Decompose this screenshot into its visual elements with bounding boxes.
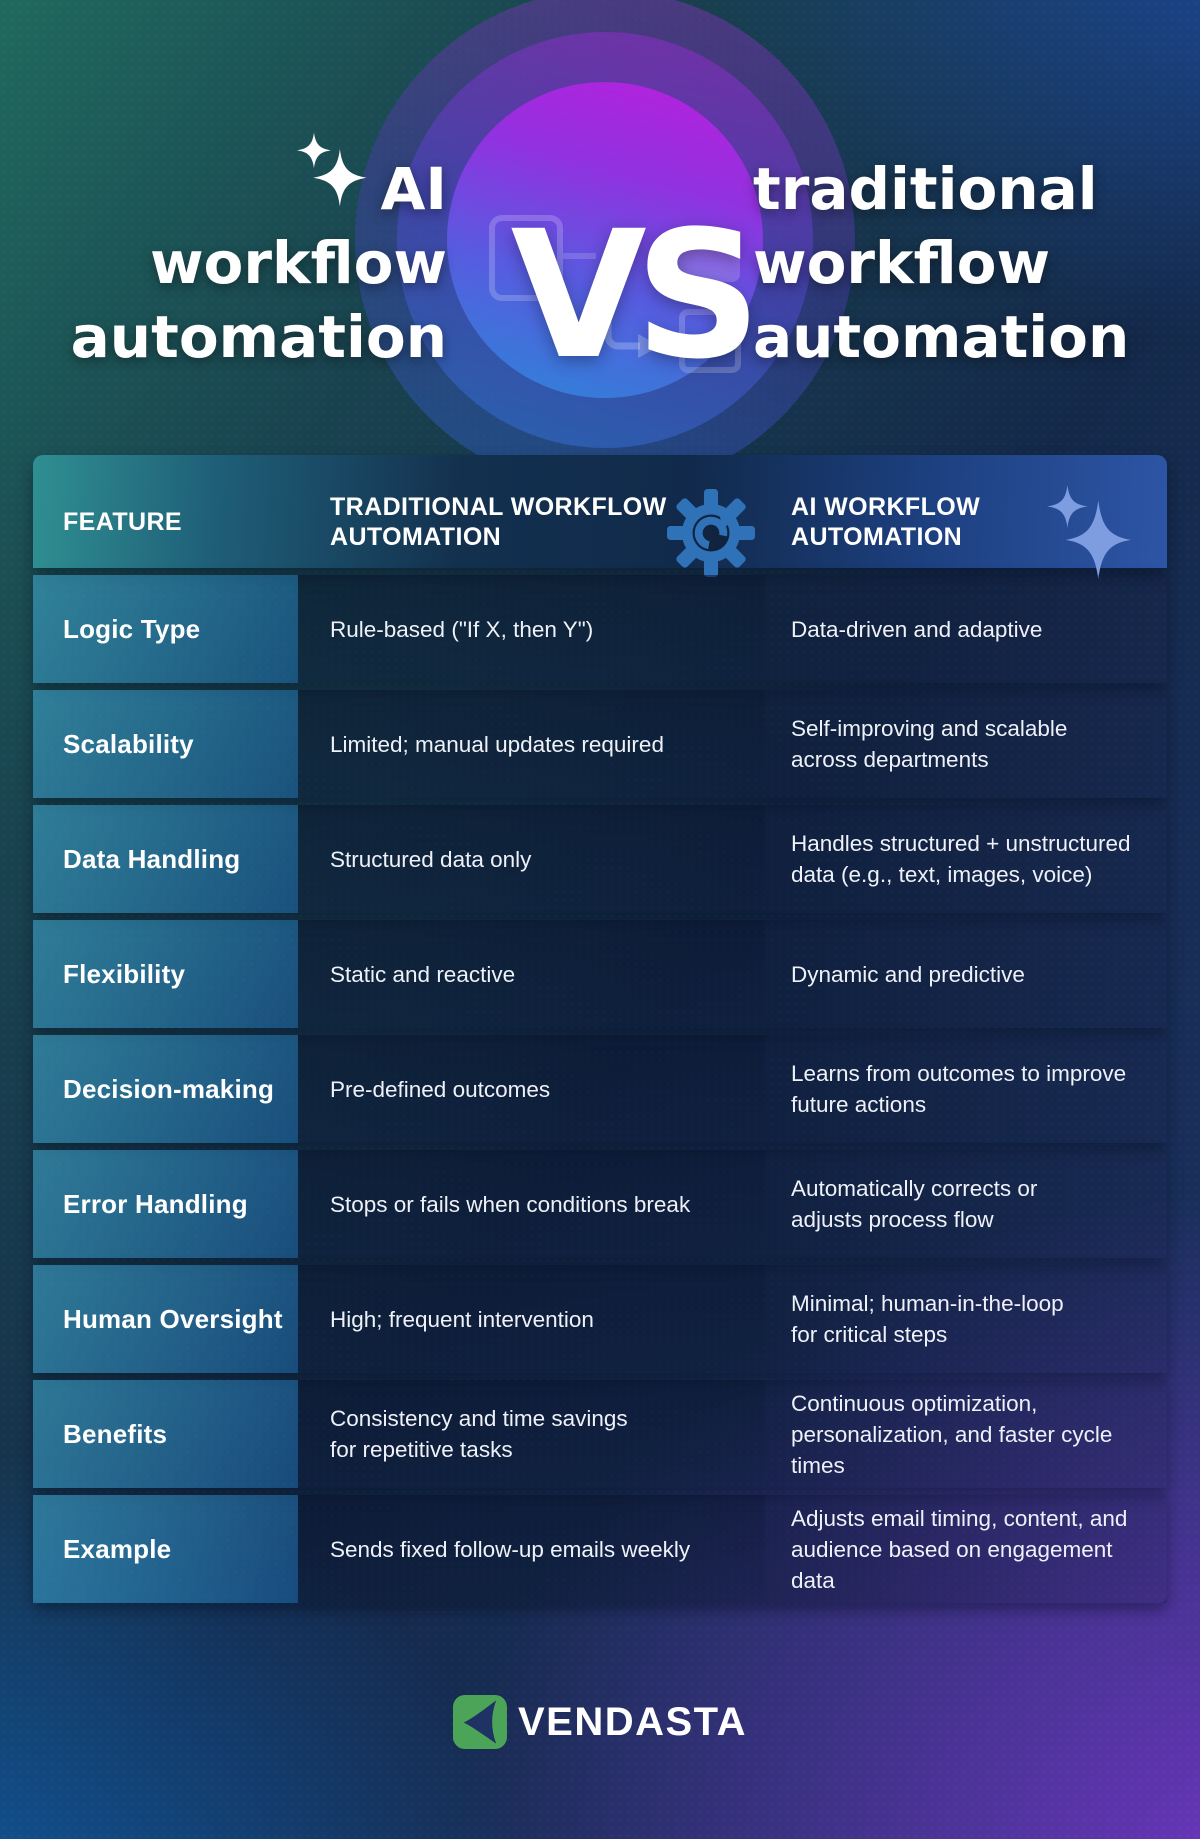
left-title: AI workflow automation [70, 155, 447, 371]
ai-cell: Adjusts email timing, content, and audie… [765, 1495, 1167, 1603]
column-header-ai: AI WORKFLOW AUTOMATION [765, 455, 1167, 588]
ai-cell: Handles structured + unstructured data (… [765, 805, 1167, 913]
ai-cell: Dynamic and predictive [765, 920, 1167, 1028]
table-row: Error Handling Stops or fails when condi… [33, 1150, 1167, 1258]
table-row: Data Handling Structured data only Handl… [33, 805, 1167, 913]
table-row: Decision-making Pre-defined outcomes Lea… [33, 1035, 1167, 1143]
comparison-table: FEATURE TRADITIONAL WORKFLOW AUTOMATION [33, 455, 1167, 1610]
traditional-cell: Sends fixed follow-up emails weekly [298, 1495, 765, 1603]
table-row: Flexibility Static and reactive Dynamic … [33, 920, 1167, 1028]
vs-circle [447, 82, 763, 398]
ai-cell: Minimal; human-in-the-loop for critical … [765, 1265, 1167, 1373]
feature-cell: Human Oversight [33, 1265, 298, 1373]
table-row: Logic Type Rule-based ("If X, then Y") D… [33, 575, 1167, 683]
right-title: traditional workflow automation [753, 155, 1130, 371]
ai-cell: Continuous optimization, personalization… [765, 1380, 1167, 1488]
table-row: Benefits Consistency and time savings fo… [33, 1380, 1167, 1488]
vendasta-wordmark: VENDASTA [517, 1699, 748, 1744]
traditional-cell: Consistency and time savings for repetit… [298, 1380, 765, 1488]
ai-cell: Data-driven and adaptive [765, 575, 1167, 683]
feature-cell: Error Handling [33, 1150, 298, 1258]
vendasta-logo-icon [452, 1695, 507, 1749]
traditional-cell: Static and reactive [298, 920, 765, 1028]
traditional-cell: Limited; manual updates required [298, 690, 765, 798]
table-row: Human Oversight High; frequent intervent… [33, 1265, 1167, 1373]
ai-cell: Self-improving and scalable across depar… [765, 690, 1167, 798]
column-header-traditional: TRADITIONAL WORKFLOW AUTOMATION [298, 455, 765, 588]
feature-cell: Flexibility [33, 920, 298, 1028]
feature-cell: Scalability [33, 690, 298, 798]
table-row: Scalability Limited; manual updates requ… [33, 690, 1167, 798]
traditional-cell: Structured data only [298, 805, 765, 913]
ai-cell: Automatically corrects or adjusts proces… [765, 1150, 1167, 1258]
feature-cell: Logic Type [33, 575, 298, 683]
ai-sparkle-icon [1045, 455, 1131, 588]
table-row: Example Sends fixed follow-up emails wee… [33, 1495, 1167, 1603]
column-header-feature: FEATURE [63, 507, 182, 536]
sparkle-icon [296, 132, 367, 207]
gear-automation-icon [667, 457, 755, 586]
traditional-cell: Pre-defined outcomes [298, 1035, 765, 1143]
feature-cell: Decision-making [33, 1035, 298, 1143]
feature-cell: Data Handling [33, 805, 298, 913]
traditional-cell: Rule-based ("If X, then Y") [298, 575, 765, 683]
table-header-row: FEATURE TRADITIONAL WORKFLOW AUTOMATION [33, 455, 1167, 580]
ai-cell: Learns from outcomes to improve future a… [765, 1035, 1167, 1143]
traditional-cell: High; frequent intervention [298, 1265, 765, 1373]
column-header-traditional-label: TRADITIONAL WORKFLOW AUTOMATION [330, 492, 667, 551]
feature-cell: Benefits [33, 1380, 298, 1488]
vs-text: VS [510, 193, 762, 398]
traditional-cell: Stops or fails when conditions break [298, 1150, 765, 1258]
column-header-ai-label: AI WORKFLOW AUTOMATION [791, 492, 981, 551]
feature-cell: Example [33, 1495, 298, 1603]
vendasta-logo: VENDASTA [452, 1695, 748, 1749]
